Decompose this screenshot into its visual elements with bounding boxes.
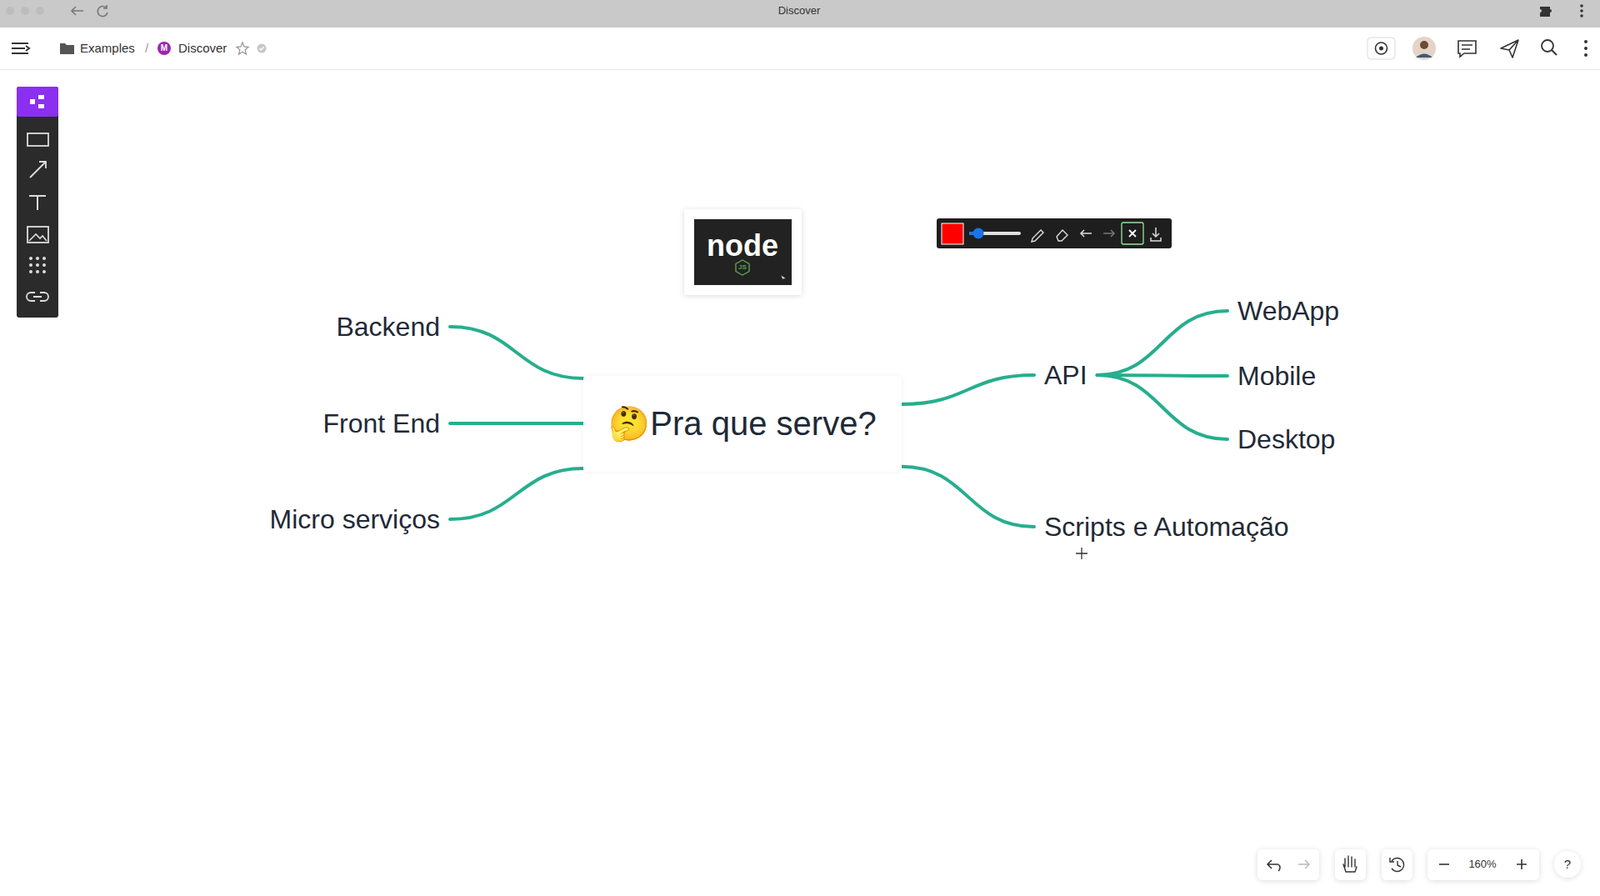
present-icon xyxy=(1375,42,1388,55)
search-icon xyxy=(1541,40,1554,52)
logo-text: node xyxy=(706,227,779,264)
help-mark: ? xyxy=(1564,856,1571,872)
pen-icon xyxy=(1031,230,1044,242)
sub-topic: WebApp xyxy=(1227,291,1350,330)
browser-bar xyxy=(0,0,1600,28)
breadcrumb-separator: / xyxy=(145,40,149,56)
reload-icon xyxy=(97,5,108,17)
logo-text: JS xyxy=(738,263,747,272)
image-tool xyxy=(27,226,49,243)
color-swatch xyxy=(941,223,964,245)
branch-topic: Backend xyxy=(325,307,450,346)
timeline-icon xyxy=(1390,857,1405,872)
branch-topic: Scripts e Automação xyxy=(1034,507,1299,546)
window-title: Discover xyxy=(778,4,821,18)
timeline-button xyxy=(1381,849,1413,880)
branch-connector xyxy=(901,375,1035,405)
browser-menu-icon xyxy=(1580,4,1584,18)
rectangle-tool xyxy=(27,133,49,146)
avatar-body xyxy=(1415,54,1433,59)
branch-connector xyxy=(450,468,584,520)
text-tool xyxy=(29,195,46,210)
topic-text: Desktop xyxy=(1237,423,1335,455)
draw-toolbar xyxy=(936,218,1172,249)
tool-panel xyxy=(16,86,59,318)
branch-connector xyxy=(450,326,584,379)
branch-connector xyxy=(901,466,1035,527)
redo-icon xyxy=(1298,860,1310,869)
extension-icon xyxy=(1540,6,1552,17)
search-handle xyxy=(1551,50,1557,55)
topic-text: Micro serviços xyxy=(270,503,440,535)
breadcrumb: Examples xyxy=(80,40,135,56)
menu-icon xyxy=(11,43,30,54)
eraser-icon xyxy=(1056,230,1068,241)
close-button xyxy=(1121,222,1144,245)
branch-connector xyxy=(1097,310,1228,375)
board-name: Discover xyxy=(178,40,227,56)
download-icon xyxy=(1150,227,1161,241)
badge-letter: M xyxy=(160,43,168,54)
hand-button xyxy=(1335,849,1366,880)
close-icon xyxy=(1129,230,1136,237)
present-button xyxy=(1367,37,1395,60)
topic-text: API xyxy=(1044,359,1088,391)
branch-topic: Front End xyxy=(312,404,450,443)
undo-stroke-icon xyxy=(1080,230,1092,237)
history-controls xyxy=(1257,849,1320,880)
hand-icon xyxy=(1343,855,1357,872)
zoom-in-icon xyxy=(1516,859,1527,870)
topic-text: 🤔Pra que serve? xyxy=(608,403,876,444)
topic-text: Scripts e Automação xyxy=(1044,510,1289,543)
share-icon xyxy=(1500,40,1519,58)
central-topic: 🤔Pra que serve? xyxy=(583,375,902,472)
zoom-out-icon xyxy=(1439,863,1450,865)
app-header xyxy=(0,27,1600,70)
image-card xyxy=(684,209,802,295)
nodejs-logo xyxy=(694,219,792,285)
topic-text: WebApp xyxy=(1237,295,1340,327)
mouse-pointer xyxy=(780,275,786,280)
comment-icon xyxy=(1458,40,1476,57)
mindmap-tool xyxy=(16,86,59,117)
saved-icon xyxy=(257,44,267,54)
window-buttons xyxy=(5,6,45,15)
size-slider-knob xyxy=(973,228,985,240)
more-icon xyxy=(1584,40,1588,57)
present-dot xyxy=(1379,46,1384,51)
star-icon xyxy=(236,42,249,55)
saved-check xyxy=(260,46,265,50)
topic-text: Mobile xyxy=(1237,360,1316,392)
image-mountain xyxy=(29,234,47,241)
topic-text: Backend xyxy=(335,310,440,343)
branch-connector xyxy=(450,421,584,425)
sub-topic: Mobile xyxy=(1227,356,1326,395)
topic-text: Front End xyxy=(322,407,440,440)
mindmap-icon xyxy=(30,95,45,109)
header-border xyxy=(0,69,1600,70)
grid-tool xyxy=(29,256,46,274)
help-button xyxy=(1554,850,1581,878)
link-tool xyxy=(26,292,49,301)
board-badge xyxy=(157,41,171,55)
branch-topic: API xyxy=(1034,355,1098,395)
avatar-head xyxy=(1420,40,1429,50)
folder-icon xyxy=(60,43,75,55)
avatar xyxy=(1412,36,1436,60)
undo-icon xyxy=(1267,860,1280,871)
zoom-controls xyxy=(1427,849,1540,880)
back-icon xyxy=(71,6,84,15)
crosshair-cursor xyxy=(1075,547,1088,560)
branch-topic: Micro serviços xyxy=(260,500,450,539)
sub-topic: Desktop xyxy=(1227,420,1345,459)
redo-stroke-icon xyxy=(1103,230,1115,237)
zoom-level: 160% xyxy=(1468,857,1496,871)
branch-connector xyxy=(1097,375,1228,440)
arrow-tool xyxy=(30,161,46,178)
